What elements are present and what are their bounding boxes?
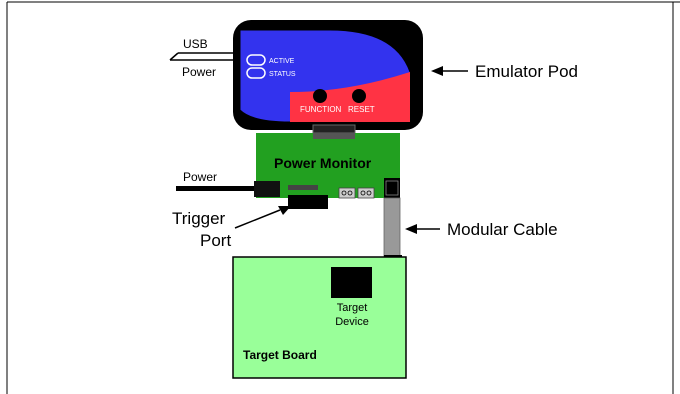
target-device-label-line2: Device — [335, 316, 369, 328]
trigger-port-connector — [288, 195, 328, 209]
cable-body — [383, 197, 401, 261]
function-button — [313, 89, 327, 103]
usb-cable — [169, 52, 240, 61]
power-jack — [254, 181, 280, 197]
status-label: STATUS — [269, 71, 296, 78]
target-board-pcb — [232, 256, 407, 379]
cable-top-connector — [384, 178, 400, 198]
modular-cable-label: Modular Cable — [447, 220, 558, 239]
power-monitor-pins — [288, 185, 318, 190]
power-monitor-header — [313, 133, 355, 139]
pod-red-panel — [290, 72, 410, 122]
trigger-port-pointer — [234, 206, 291, 229]
power-top-label: Power — [182, 65, 216, 79]
active-label: ACTIVE — [269, 58, 295, 65]
reset-label: RESET — [348, 105, 375, 114]
modular-cable-arrow — [405, 224, 440, 234]
reset-button — [352, 89, 366, 103]
power-left-label: Power — [183, 170, 217, 184]
target-board-label: Target Board — [243, 348, 317, 362]
emulator-pod-label: Emulator Pod — [475, 62, 578, 81]
jumper-1 — [338, 187, 356, 199]
trigger-port-label-line2: Port — [200, 231, 231, 250]
target-device-chip — [331, 267, 372, 298]
power-monitor-label: Power Monitor — [274, 155, 372, 171]
target-device-label-line1: Target — [337, 302, 368, 314]
pod-connector — [312, 124, 356, 134]
active-led — [246, 54, 266, 66]
jumper-2 — [357, 187, 375, 199]
target-board: Target Device Target Board — [232, 256, 407, 379]
power-cable-left — [176, 181, 280, 197]
trigger-port-label-line1: Trigger — [172, 209, 226, 228]
emulator-pod: ACTIVE STATUS FUNCTION RESET — [233, 20, 423, 134]
usb-label: USB — [183, 37, 208, 51]
function-label: FUNCTION — [300, 105, 342, 114]
status-led — [246, 67, 266, 79]
emulator-pod-arrow — [431, 66, 468, 76]
